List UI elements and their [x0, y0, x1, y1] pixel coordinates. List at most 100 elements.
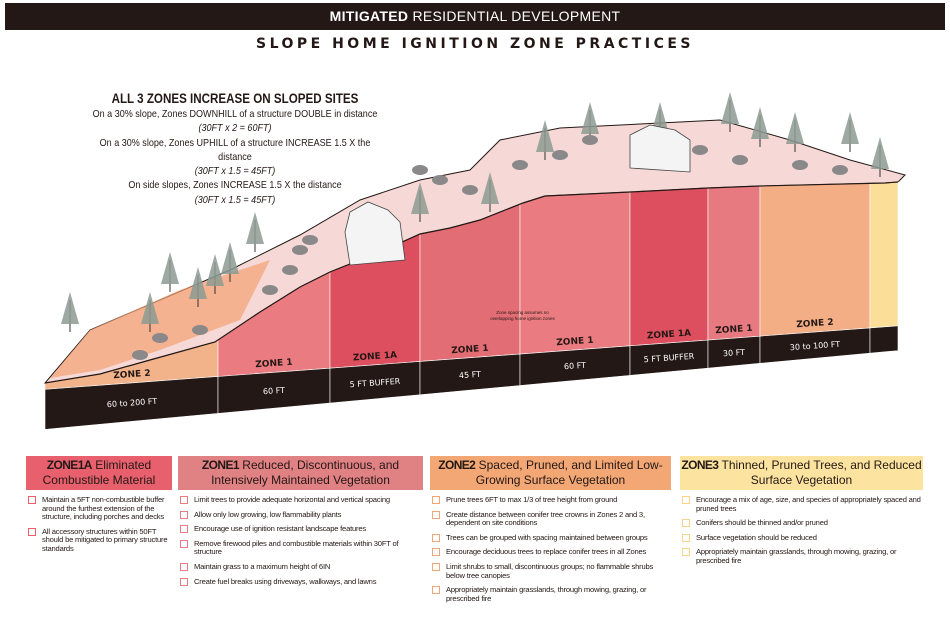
checkbox[interactable]: [432, 510, 440, 519]
zone-face: [869, 181, 899, 329]
checkbox[interactable]: [180, 510, 188, 519]
shrub-icon: [132, 350, 148, 360]
conifer-tree-icon: [161, 252, 179, 284]
shrub-icon: [462, 185, 478, 195]
checklist-item: Maintain a 5FT non-combustible buffer ar…: [26, 495, 172, 522]
house-icon: [629, 124, 691, 173]
checklist-item-text: Appropriately maintain grasslands, throu…: [696, 547, 897, 565]
panel-header: ZONE1A Eliminated Combustible Material: [26, 456, 172, 490]
checklist-item: Encourage use of ignition resistant land…: [178, 524, 423, 534]
checkbox[interactable]: [28, 527, 36, 536]
shrub-icon: [152, 333, 168, 343]
zone-panel-zone1: ZONE1 Reduced, Discontinuous, and Intens…: [178, 456, 423, 592]
panel-title: Reduced, Discontinuous, and Intensively …: [211, 458, 400, 487]
checklist-item-text: Encourage use of ignition resistant land…: [194, 524, 366, 534]
zone-distance-band: [869, 325, 899, 354]
checkbox[interactable]: [180, 562, 188, 571]
zone-panel-zone3: ZONE3 Thinned, Pruned Trees, and Reduced…: [680, 456, 923, 572]
conifer-tree-icon: [751, 107, 769, 139]
checklist-item-text: All accessory structures within 50FT sho…: [42, 526, 168, 553]
shrub-icon: [792, 160, 808, 170]
note-line: (30FT x 1.5 = 45FT): [194, 193, 276, 206]
conifer-tree-icon: [221, 242, 239, 274]
conifer-tree-icon: [61, 292, 79, 324]
conifer-tree-icon: [206, 254, 224, 286]
checklist-item-text: Encourage a mix of age, size, and specie…: [696, 495, 921, 513]
checklist-item-text: Trees can be grouped with spacing mainta…: [446, 532, 648, 542]
conifer-tree-icon: [721, 92, 739, 124]
panel-header: ZONE2 Spaced, Pruned, and Limited Low-Gr…: [430, 456, 671, 490]
conifer-tree-icon: [411, 182, 429, 214]
checklist-item-text: Appropriately maintain grasslands, throu…: [446, 585, 647, 603]
checklist-item: Create distance between conifer tree cro…: [430, 510, 671, 528]
checklist-item: Limit shrubs to small, discontinuous gro…: [430, 561, 671, 580]
checklist-item: Appropriately maintain grasslands, throu…: [430, 585, 671, 603]
checkbox[interactable]: [682, 496, 690, 504]
title-rest: RESIDENTIAL DEVELOPMENT: [412, 8, 621, 24]
checklist-item: Allow only low growing, low flammability…: [178, 510, 423, 520]
shrub-icon: [292, 245, 308, 255]
terrain-edge: [44, 181, 899, 384]
checklist-item: Conifers should be thinned and/or pruned: [680, 518, 923, 528]
shrub-icon: [832, 165, 848, 175]
zone-panel-zone2: ZONE2 Spaced, Pruned, and Limited Low-Gr…: [430, 456, 671, 609]
checkbox[interactable]: [682, 533, 690, 542]
checklist-item: Encourage deciduous trees to replace con…: [430, 548, 671, 557]
panel-title: Eliminated Combustible Material: [42, 458, 156, 487]
checklist-item: Trees can be grouped with spacing mainta…: [430, 532, 671, 543]
checklist-item-text: Maintain grass to a maximum height of 6I…: [194, 561, 331, 571]
notes-heading: ALL 3 ZONES INCREASE ON SLOPED SITES: [111, 91, 359, 106]
checklist-item-text: Create fuel breaks using driveways, walk…: [194, 576, 377, 586]
conifer-tree-icon: [871, 137, 889, 169]
house-icon: [344, 201, 406, 266]
conifer-tree-icon: [246, 212, 264, 244]
checkbox[interactable]: [180, 525, 188, 534]
checkbox[interactable]: [432, 562, 440, 571]
checklist-item: Remove firewood piles and combustible ma…: [178, 538, 423, 557]
conifer-tree-icon: [481, 172, 499, 204]
checkbox[interactable]: [180, 539, 188, 548]
checklist-item-text: Prune trees 6FT to max 1/3 of tree heigh…: [446, 495, 618, 504]
checklist-item: Create fuel breaks using driveways, walk…: [178, 576, 423, 587]
shrub-icon: [512, 160, 528, 170]
checklist-item-text: Limit trees to provide adequate horizont…: [194, 495, 390, 504]
checkbox[interactable]: [432, 533, 440, 542]
checkbox[interactable]: [180, 577, 188, 586]
checkbox[interactable]: [432, 496, 440, 504]
checklist-item-text: Encourage deciduous trees to replace con…: [446, 547, 647, 557]
panel-title: Spaced, Pruned, and Limited Low-Growing …: [475, 458, 663, 487]
checkbox[interactable]: [432, 586, 440, 595]
conifer-tree-icon: [841, 112, 859, 144]
checklist-item: Limit trees to provide adequate horizont…: [178, 495, 423, 505]
checkbox[interactable]: [432, 548, 440, 557]
conifer-tree-icon: [581, 102, 599, 134]
checklist-item: Surface vegetation should be reduced: [680, 532, 923, 543]
checkbox[interactable]: [682, 519, 690, 528]
conifer-tree-icon: [141, 292, 159, 324]
shrub-icon: [582, 135, 598, 145]
checklist-item-text: Remove firewood piles and combustible ma…: [194, 538, 399, 557]
shrub-icon: [282, 265, 298, 275]
checklist-item-text: Limit shrubs to small, discontinuous gro…: [446, 561, 654, 580]
zone-face: [759, 183, 871, 337]
note-line: (30FT x 1.5 = 45FT): [194, 165, 276, 178]
conifer-tree-icon: [189, 267, 207, 299]
zone-distance: 45 FT: [458, 369, 482, 381]
slope-diagram: [43, 92, 906, 430]
panel-zone: ZONE1: [201, 458, 240, 472]
checkbox[interactable]: [682, 548, 690, 557]
conifer-tree-icon: [786, 112, 804, 144]
zone-distance: 30 FT: [722, 347, 746, 359]
panel-header: ZONE1 Reduced, Discontinuous, and Intens…: [178, 456, 423, 490]
zone-face: [707, 185, 761, 341]
checklist-item: Maintain grass to a maximum height of 6I…: [178, 561, 423, 572]
panel-zone: ZONE1A: [46, 458, 93, 472]
checklist-item-text: Surface vegetation should be reduced: [696, 532, 817, 542]
zone-face: [629, 187, 709, 347]
note-line: On a 30% slope, Zones DOWNHILL of a stru…: [92, 108, 378, 120]
checklist-item: Encourage a mix of age, size, and specie…: [680, 495, 923, 513]
checklist-item: All accessory structures within 50FT sho…: [26, 526, 172, 554]
shrub-icon: [302, 235, 318, 245]
checkbox[interactable]: [180, 496, 188, 504]
checkbox[interactable]: [28, 496, 36, 504]
